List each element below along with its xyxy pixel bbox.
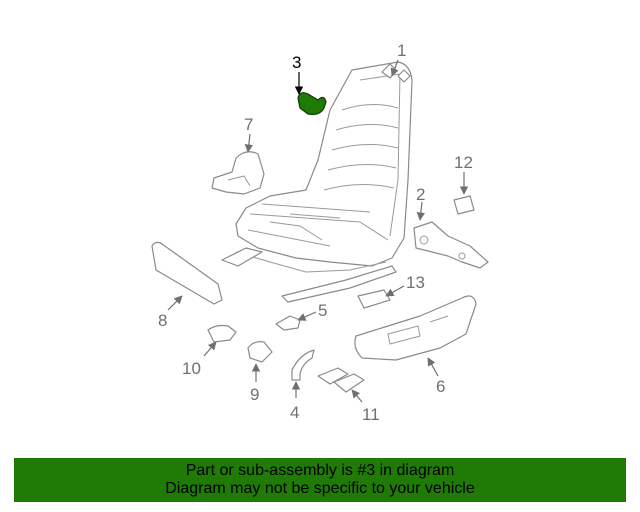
leader-13 [385, 285, 405, 297]
callout-12: 12 [454, 153, 473, 172]
parts-diagram: 1 2 3 4 5 6 7 8 9 10 11 12 13 [151, 41, 489, 424]
notice-line-part-number: Part or sub-assembly is #3 in diagram [185, 462, 455, 479]
callout-10: 10 [182, 359, 201, 378]
part-5-bracket [275, 315, 301, 331]
part-6-side-shield [354, 295, 477, 361]
part-4-strap [291, 349, 315, 381]
callout-4: 4 [290, 403, 299, 422]
callout-6: 6 [436, 377, 445, 396]
part-8-front-cover [151, 241, 223, 305]
part-11-clips [317, 367, 365, 393]
leader-7 [244, 133, 254, 153]
leader-10 [203, 341, 217, 357]
callout-11: 11 [362, 405, 380, 424]
leader-11 [351, 389, 363, 403]
part-13-switch [357, 289, 391, 309]
leader-1 [390, 59, 399, 77]
part-9-cap [247, 341, 273, 363]
callout-9: 9 [250, 385, 259, 404]
callout-1: 1 [397, 41, 406, 60]
callout-13: 13 [406, 273, 425, 292]
part-2-recliner-bracket [413, 221, 489, 269]
diagram-notice-banner: Part or sub-assembly is #3 in diagram Di… [14, 458, 626, 502]
part-7-cover [211, 151, 265, 195]
part-1-seat-frame [221, 61, 413, 303]
callout-8: 8 [158, 311, 167, 330]
leader-8 [167, 295, 183, 311]
leader-5 [297, 311, 317, 321]
part-10-cap [207, 324, 237, 343]
callout-7: 7 [244, 115, 253, 134]
leader-2 [416, 201, 426, 221]
part-12-switch [453, 195, 475, 215]
part-3-cover-highlighted [297, 92, 327, 115]
leader-6 [427, 357, 439, 377]
callout-3: 3 [292, 53, 301, 72]
callout-2: 2 [416, 185, 425, 204]
notice-line-disclaimer: Diagram may not be specific to your vehi… [165, 480, 475, 497]
callout-5: 5 [318, 301, 327, 320]
